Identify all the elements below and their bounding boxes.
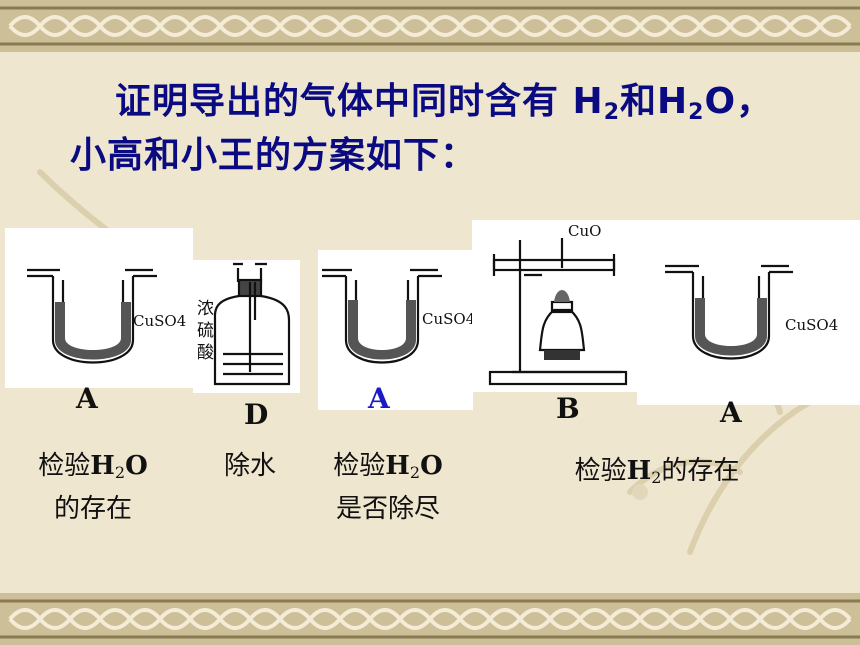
u-tube-panel-1: CuSO4 (5, 228, 193, 388)
capb-h: H (626, 456, 652, 486)
page-title-line2: 小高和小王的方案如下： (70, 135, 478, 176)
label-a-1: A (76, 382, 98, 415)
cap2-o: O (420, 451, 443, 481)
u-tube-drawing-3: CuSO4 (665, 264, 838, 360)
caption-d: 除水 (223, 451, 276, 481)
cap2-prefix: 检验 (333, 451, 386, 481)
label-d: D (244, 398, 269, 431)
cap1-sub: 2 (114, 463, 126, 482)
cuo-heating-panel: CuO (472, 220, 637, 392)
title-h: H (572, 81, 604, 122)
u-tube-panel-2: CuSO4 (318, 250, 473, 410)
cuo-label: CuO (568, 222, 601, 240)
title-sub2: 2 (688, 100, 705, 125)
cuo-heating-drawing: CuO (488, 222, 628, 386)
title-sub: 2 (603, 100, 620, 125)
caption-a-1-line1: 检验H2O (26, 448, 160, 491)
bottom-border-pattern (0, 593, 860, 645)
title-text: 证明导出的气体中同时含有 (115, 81, 573, 122)
acid-label-3: 酸 (197, 343, 214, 363)
gas-washing-bottle-drawing: 浓 硫 酸 (197, 262, 291, 386)
acid-label-2: 硫 (197, 321, 214, 341)
cap1-prefix: 检验 (38, 451, 91, 481)
cap2-h: H (385, 451, 410, 481)
gas-washing-bottle-panel: 浓 硫 酸 (193, 260, 300, 393)
u-tube-drawing-2: CuSO4 (322, 268, 473, 364)
page-title-line1: 证明导出的气体中同时含有 H2和H2O， (115, 72, 773, 125)
cap1-h: H (90, 451, 115, 481)
title-o: O， (704, 81, 774, 122)
capb-prefix: 检验 (574, 456, 627, 486)
title-h2: H (657, 81, 689, 122)
label-a-2: A (368, 382, 390, 415)
title-and: 和 (620, 81, 658, 122)
cuso4-label-1: CuSO4 (133, 312, 186, 330)
cuso4-label-3: CuSO4 (785, 316, 838, 334)
caption-a-2-line2: 是否除尽 (335, 494, 440, 524)
cap2-sub: 2 (409, 463, 421, 482)
caption-a-2-line1: 检验H2O (318, 448, 458, 491)
label-a-3: A (720, 396, 742, 429)
caption-a-1-line2: 的存在 (53, 494, 132, 524)
top-border-pattern (0, 0, 860, 52)
u-tube-panel-3: CuSO4 (637, 220, 860, 405)
caption-b: 检验H2的存在 (552, 453, 762, 496)
acid-label-1: 浓 (197, 299, 214, 319)
cuso4-label-2: CuSO4 (422, 310, 473, 328)
capb-sub: 2 (651, 468, 662, 487)
u-tube-drawing-1: CuSO4 (27, 268, 186, 364)
cap1-o: O (125, 451, 148, 481)
caption-a-1: 检验H2O 的存在 (26, 448, 160, 527)
label-b: B (556, 392, 580, 425)
caption-a-2: 检验H2O 是否除尽 (318, 448, 458, 527)
capb-suffix: 的存在 (661, 456, 740, 486)
